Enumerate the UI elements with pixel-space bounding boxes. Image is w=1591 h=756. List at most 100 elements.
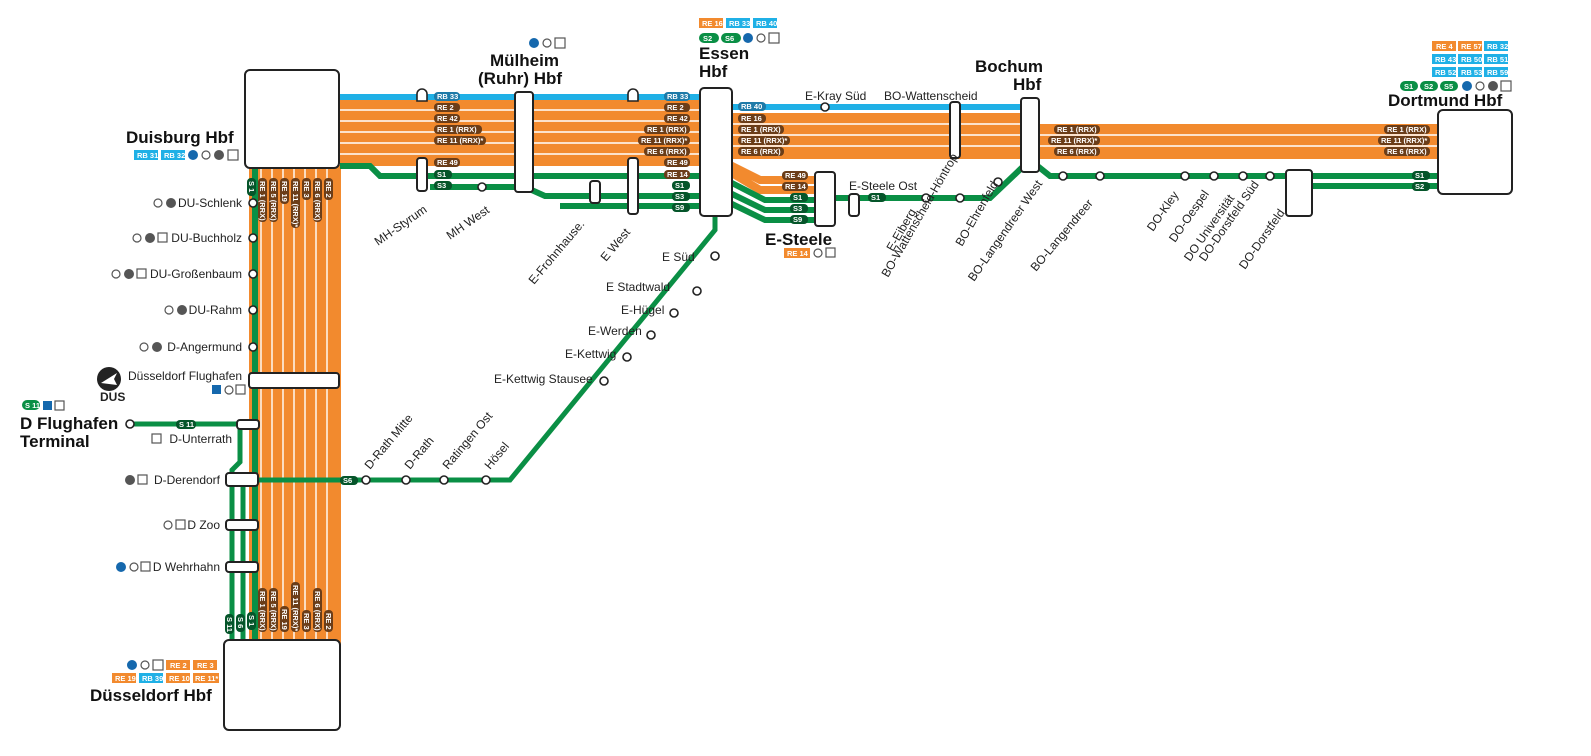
wheelchair-icon: [1500, 80, 1512, 92]
bo-wattenscheid-label[interactable]: BO-Wattenscheid: [884, 89, 978, 103]
tag-re42-left: RE 42: [437, 114, 458, 123]
ratingen-ost-dot[interactable]: [439, 475, 449, 485]
e-sued-dot[interactable]: [710, 251, 720, 261]
dorstfeld-hub[interactable]: [1285, 169, 1313, 217]
d-wehrhahn-label[interactable]: D Wehrhahn: [153, 560, 220, 574]
hoesel-label[interactable]: Hösel: [482, 439, 512, 472]
du-grossenbaum-dot[interactable]: [248, 269, 258, 279]
esteele-hub[interactable]: [814, 171, 836, 227]
tag-re14-steele: RE 14: [785, 182, 807, 191]
tag-re11-bochum: RE 11 (RRX)*: [1051, 136, 1097, 145]
d-derendorf-label[interactable]: D-Derendorf: [154, 473, 221, 487]
d-unterrath-label[interactable]: D-Unterrath: [169, 432, 232, 446]
d-rath-mitte-dot[interactable]: [361, 475, 371, 485]
e-werden-dot[interactable]: [646, 330, 656, 340]
e-stadtwald-label[interactable]: E Stadtwald: [606, 280, 670, 294]
du-rahm-label[interactable]: DU-Rahm: [189, 303, 242, 317]
mh-styrum-label[interactable]: MH-Styrum: [372, 202, 430, 248]
vtag-re6-top: RE 6 (RRX): [313, 181, 322, 221]
bike-icon: [129, 562, 139, 572]
unterrath-hub[interactable]: [236, 419, 260, 430]
station-dots: [125, 102, 1275, 485]
flughafen-hub[interactable]: [248, 372, 340, 389]
d-rath-label[interactable]: D-Rath: [402, 434, 437, 472]
hoesel-dot[interactable]: [481, 475, 491, 485]
e-kray-sued-dot[interactable]: [820, 102, 830, 112]
do-dorstfeld-label[interactable]: DO-Dorstfeld: [1236, 206, 1288, 271]
e-kettwig-stausee-dot[interactable]: [599, 376, 609, 386]
tag-re6-dortmund: RE 6 (RRX): [1387, 147, 1427, 156]
u-bahn-icon: [529, 38, 539, 48]
vtag-s11-bottom: S 11: [225, 617, 234, 632]
bo-wattenscheid-hoentrop-label[interactable]: BO-Wattenscheid-Höntrop: [878, 151, 960, 280]
e-sued-label[interactable]: E Süd: [662, 250, 695, 264]
bo-langendreer-label[interactable]: BO-Langendreer: [1028, 196, 1096, 273]
vtag-re3-top: RE 3: [302, 181, 311, 198]
dortmund-hub[interactable]: [1437, 109, 1513, 195]
d-zoo-label[interactable]: D Zoo: [187, 518, 220, 532]
tag-re11-essen-east: RE 11 (RRX)*: [741, 136, 787, 145]
u-bahn-icon: [116, 562, 126, 572]
d-flughafen-terminal-dot[interactable]: [125, 419, 135, 429]
e-west-hub[interactable]: [627, 157, 639, 215]
d-rath-dot[interactable]: [401, 475, 411, 485]
e-eiberg-hub[interactable]: [848, 193, 860, 217]
du-grossenbaum-label[interactable]: DU-Großenbaum: [150, 267, 242, 281]
s1-track-west: [340, 163, 700, 179]
muelheim-hub[interactable]: [514, 91, 534, 193]
tag-re49-left: RE 49: [437, 158, 458, 167]
tag-rb32: RB 32: [164, 151, 185, 160]
e-kray-sued-label[interactable]: E-Kray Süd: [805, 89, 866, 103]
do-kley-dot[interactable]: [1180, 171, 1190, 181]
d-angermund-label[interactable]: D-Angermund: [167, 340, 242, 354]
bo-langendreer-west-dot[interactable]: [1058, 171, 1068, 181]
tag-rb33-essen: RB 33: [729, 19, 750, 28]
du-rahm-dot[interactable]: [248, 305, 258, 315]
d-angermund-dot[interactable]: [248, 342, 258, 352]
tag-re10-dus: RE 10: [169, 674, 190, 683]
duisburg-hub-name: Duisburg Hbf: [126, 128, 234, 147]
do-universitaet-dot[interactable]: [1238, 171, 1248, 181]
essen-west-terminus-cap: [627, 88, 639, 102]
essen-hub[interactable]: [699, 87, 733, 217]
e-kettwig-stausee-label[interactable]: E-Kettwig Stausee: [494, 372, 593, 386]
mh-styrum-hub[interactable]: [416, 157, 428, 192]
do-dorstfeld-sued-dot[interactable]: [1265, 171, 1275, 181]
e-frohnhausen-label[interactable]: E-Frohnhause.: [526, 217, 588, 287]
bike-icon: [224, 385, 234, 395]
e-kettwig-label[interactable]: E-Kettwig: [565, 347, 616, 361]
e-steele-ost-dot[interactable]: [921, 193, 931, 203]
wehrhahn-hub[interactable]: [225, 561, 259, 573]
du-schlenk-dot[interactable]: [248, 198, 258, 208]
e-huegel-label[interactable]: E-Hügel: [621, 303, 664, 317]
e-werden-label[interactable]: E-Werden: [588, 324, 642, 338]
du-buchholz-dot[interactable]: [248, 233, 258, 243]
zoo-hub[interactable]: [225, 519, 259, 531]
e-eiberg-dot[interactable]: [955, 193, 965, 203]
du-schlenk-label[interactable]: DU-Schlenk: [178, 196, 243, 210]
mh-west-dot[interactable]: [477, 182, 487, 192]
e-huegel-dot[interactable]: [669, 308, 679, 318]
e-west-label[interactable]: E West: [598, 225, 634, 264]
park-and-ride-icon: [177, 305, 187, 315]
do-oespel-dot[interactable]: [1209, 171, 1219, 181]
bochum-hub[interactable]: [1020, 97, 1040, 173]
e-steele-ost-label[interactable]: E-Steele Ost: [849, 179, 918, 193]
mh-west-label[interactable]: MH West: [444, 202, 493, 242]
e-frohnhausen-hub[interactable]: [589, 180, 601, 204]
tag-s2-essen: S2: [703, 34, 712, 43]
bo-langendreer-dot[interactable]: [1095, 171, 1105, 181]
e-kettwig-dot[interactable]: [622, 352, 632, 362]
flughafen-code: DUS: [100, 390, 125, 404]
e-stadtwald-dot[interactable]: [692, 286, 702, 296]
bike-icon: [542, 38, 552, 48]
duisburg-hub[interactable]: [244, 69, 340, 169]
duesseldorf-hub[interactable]: [223, 639, 341, 731]
tag-re11-left: RE 11 (RRX)*: [437, 136, 483, 145]
tag-s3-left: S3: [437, 181, 446, 190]
bo-wattenscheid-hub[interactable]: [949, 101, 961, 159]
bo-ehrenfeld-dot[interactable]: [993, 177, 1003, 187]
s6-east-track: [243, 210, 718, 483]
du-buchholz-label[interactable]: DU-Buchholz: [171, 231, 242, 245]
derendorf-hub[interactable]: [225, 472, 259, 487]
